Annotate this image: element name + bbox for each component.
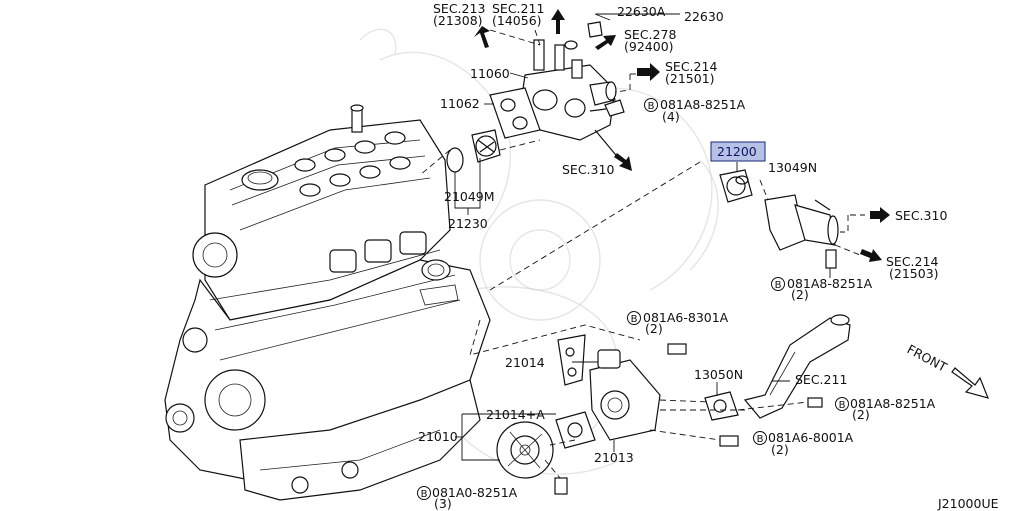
label-21014: 21014 xyxy=(505,355,545,370)
label-21010: 21010 xyxy=(418,429,458,444)
housing-13049N xyxy=(764,194,839,251)
bolt-right xyxy=(825,249,837,269)
bolt-081A6-8301A xyxy=(667,343,687,355)
bolt-081A0-8251A xyxy=(554,477,568,495)
label-sec211-bottom: SEC.211 xyxy=(795,372,847,387)
label-21013: 21013 xyxy=(594,450,634,465)
o-ring-21049M xyxy=(446,147,464,173)
b-symbol-icon: B xyxy=(771,277,785,291)
label-sec213: SEC.213 xyxy=(433,1,485,16)
label-21230: 21230 xyxy=(448,216,488,231)
b-symbol-icon: B xyxy=(835,397,849,411)
label-sec214-top: SEC.214 xyxy=(665,59,717,74)
label-bolt-8301A: 081A6-8301A xyxy=(643,310,729,325)
label-sec214-top-code: (21501) xyxy=(665,71,715,86)
bracket-21014 xyxy=(557,334,586,386)
label-11060: 11060 xyxy=(470,66,510,81)
label-bolt-2a: 081A8-8251A xyxy=(787,276,873,291)
b-symbol-icon: B xyxy=(417,486,431,500)
label-bolt-081A0: 081A0-8251A xyxy=(432,485,518,500)
label-qty-2b: (2) xyxy=(645,321,663,336)
diagram-id: J21000UE xyxy=(937,496,999,511)
label-qty-4: (4) xyxy=(662,109,680,124)
b-symbols: B B B B B B xyxy=(417,98,849,500)
label-sec213-code: (21308) xyxy=(433,13,483,28)
water-outlet-11060 xyxy=(519,21,621,161)
thermostat-21200 xyxy=(719,169,753,203)
label-21200: 21200 xyxy=(717,144,757,159)
b-symbol-letter: B xyxy=(648,101,655,112)
label-21049M: 21049M xyxy=(444,189,495,204)
label-sec278: SEC.278 xyxy=(624,27,676,42)
label-sec214-right: SEC.214 xyxy=(886,254,938,269)
b-symbol-letter: B xyxy=(421,489,428,500)
label-13050N: 13050N xyxy=(694,367,743,382)
b-symbol-letter: B xyxy=(775,280,782,291)
label-sec310-right: SEC.310 xyxy=(895,208,947,223)
bolt-top xyxy=(589,99,625,117)
b-symbol-icon: B xyxy=(753,431,767,445)
label-qty-2c: (2) xyxy=(852,407,870,422)
label-22630: 22630 xyxy=(684,9,724,24)
engine-block xyxy=(164,104,491,501)
bolt-081A6-8001A xyxy=(719,435,739,447)
label-front: FRONT xyxy=(905,341,950,374)
direction-arrows xyxy=(474,9,990,399)
label-13049N: 13049N xyxy=(768,160,817,175)
label-qty-2d: (2) xyxy=(771,442,789,457)
bolt-sec211 xyxy=(807,397,823,408)
labels: SEC.213 (21308) SEC.211 (14056) 22630A 2… xyxy=(418,1,999,511)
gasket-21014A xyxy=(555,411,596,449)
label-22630A: 22630A xyxy=(617,4,666,19)
gasket-13050N xyxy=(704,391,739,421)
highlight-21200 xyxy=(710,141,766,162)
b-symbol-letter: B xyxy=(631,314,638,325)
pump-housing-21013 xyxy=(589,349,661,441)
b-symbol-icon: B xyxy=(644,98,658,112)
pipe-sec211 xyxy=(743,314,851,419)
label-sec211-top: SEC.211 xyxy=(492,1,544,16)
label-bolt-4: 081A8-8251A xyxy=(660,97,746,112)
b-symbol-icon: B xyxy=(627,311,641,325)
thermostat-21230 xyxy=(471,129,501,163)
pump-21010 xyxy=(496,421,554,479)
label-qty-2a: (2) xyxy=(791,287,809,302)
label-sec214-right-code: (21503) xyxy=(889,266,939,281)
label-21014A: 21014+A xyxy=(486,407,545,422)
label-bolt-2c: 081A8-8251A xyxy=(850,396,936,411)
label-sec310-top: SEC.310 xyxy=(562,162,614,177)
label-sec211-top-code: (14056) xyxy=(492,13,542,28)
label-sec278-code: (92400) xyxy=(624,39,674,54)
gasket-11062 xyxy=(489,87,541,139)
label-11062: 11062 xyxy=(440,96,480,111)
b-symbol-letter: B xyxy=(839,400,846,411)
label-qty-3: (3) xyxy=(434,496,452,511)
b-symbol-letter: B xyxy=(757,434,764,445)
label-bolt-8001A: 081A6-8001A xyxy=(768,430,854,445)
